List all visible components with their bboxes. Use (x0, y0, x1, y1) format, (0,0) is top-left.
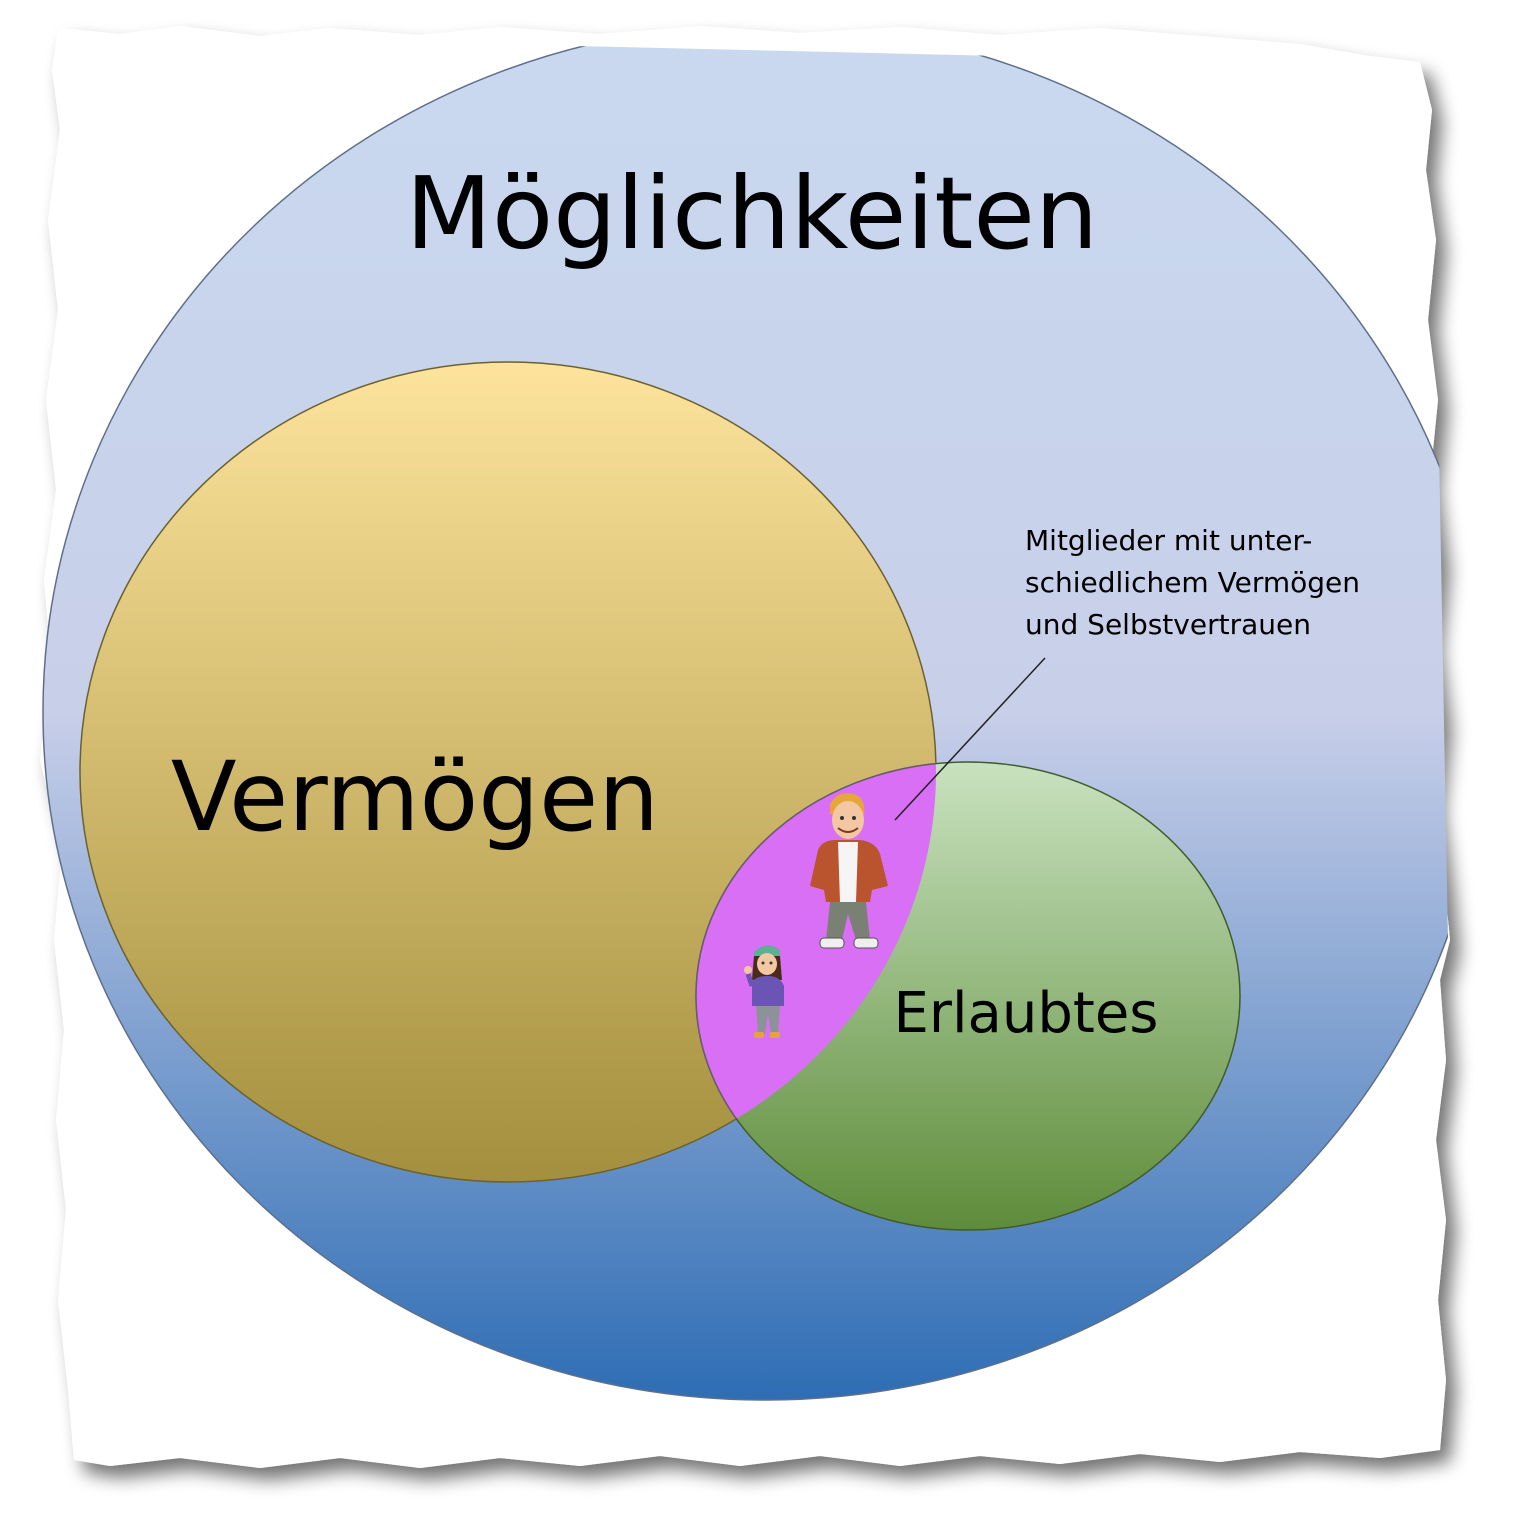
callout-line-1: Mitglieder mit unter- (1025, 524, 1312, 557)
girl-avatar-icon (744, 945, 784, 1038)
label-vermoegen: Vermögen (171, 741, 659, 853)
diagram-area: Möglichkeiten Vermögen Erlaubtes Mitglie… (42, 34, 1448, 1401)
callout-text: Mitglieder mit unter- schiedlichem Vermö… (1025, 524, 1360, 641)
label-erlaubtes: Erlaubtes (894, 981, 1159, 1046)
callout-leader-line (894, 657, 1046, 821)
boy-avatar-icon (810, 793, 888, 949)
callout-line-3: und Selbstvertrauen (1025, 608, 1311, 641)
callout-line-2: schiedlichem Vermögen (1025, 566, 1360, 599)
label-moeglichkeiten: Möglichkeiten (406, 155, 1099, 272)
